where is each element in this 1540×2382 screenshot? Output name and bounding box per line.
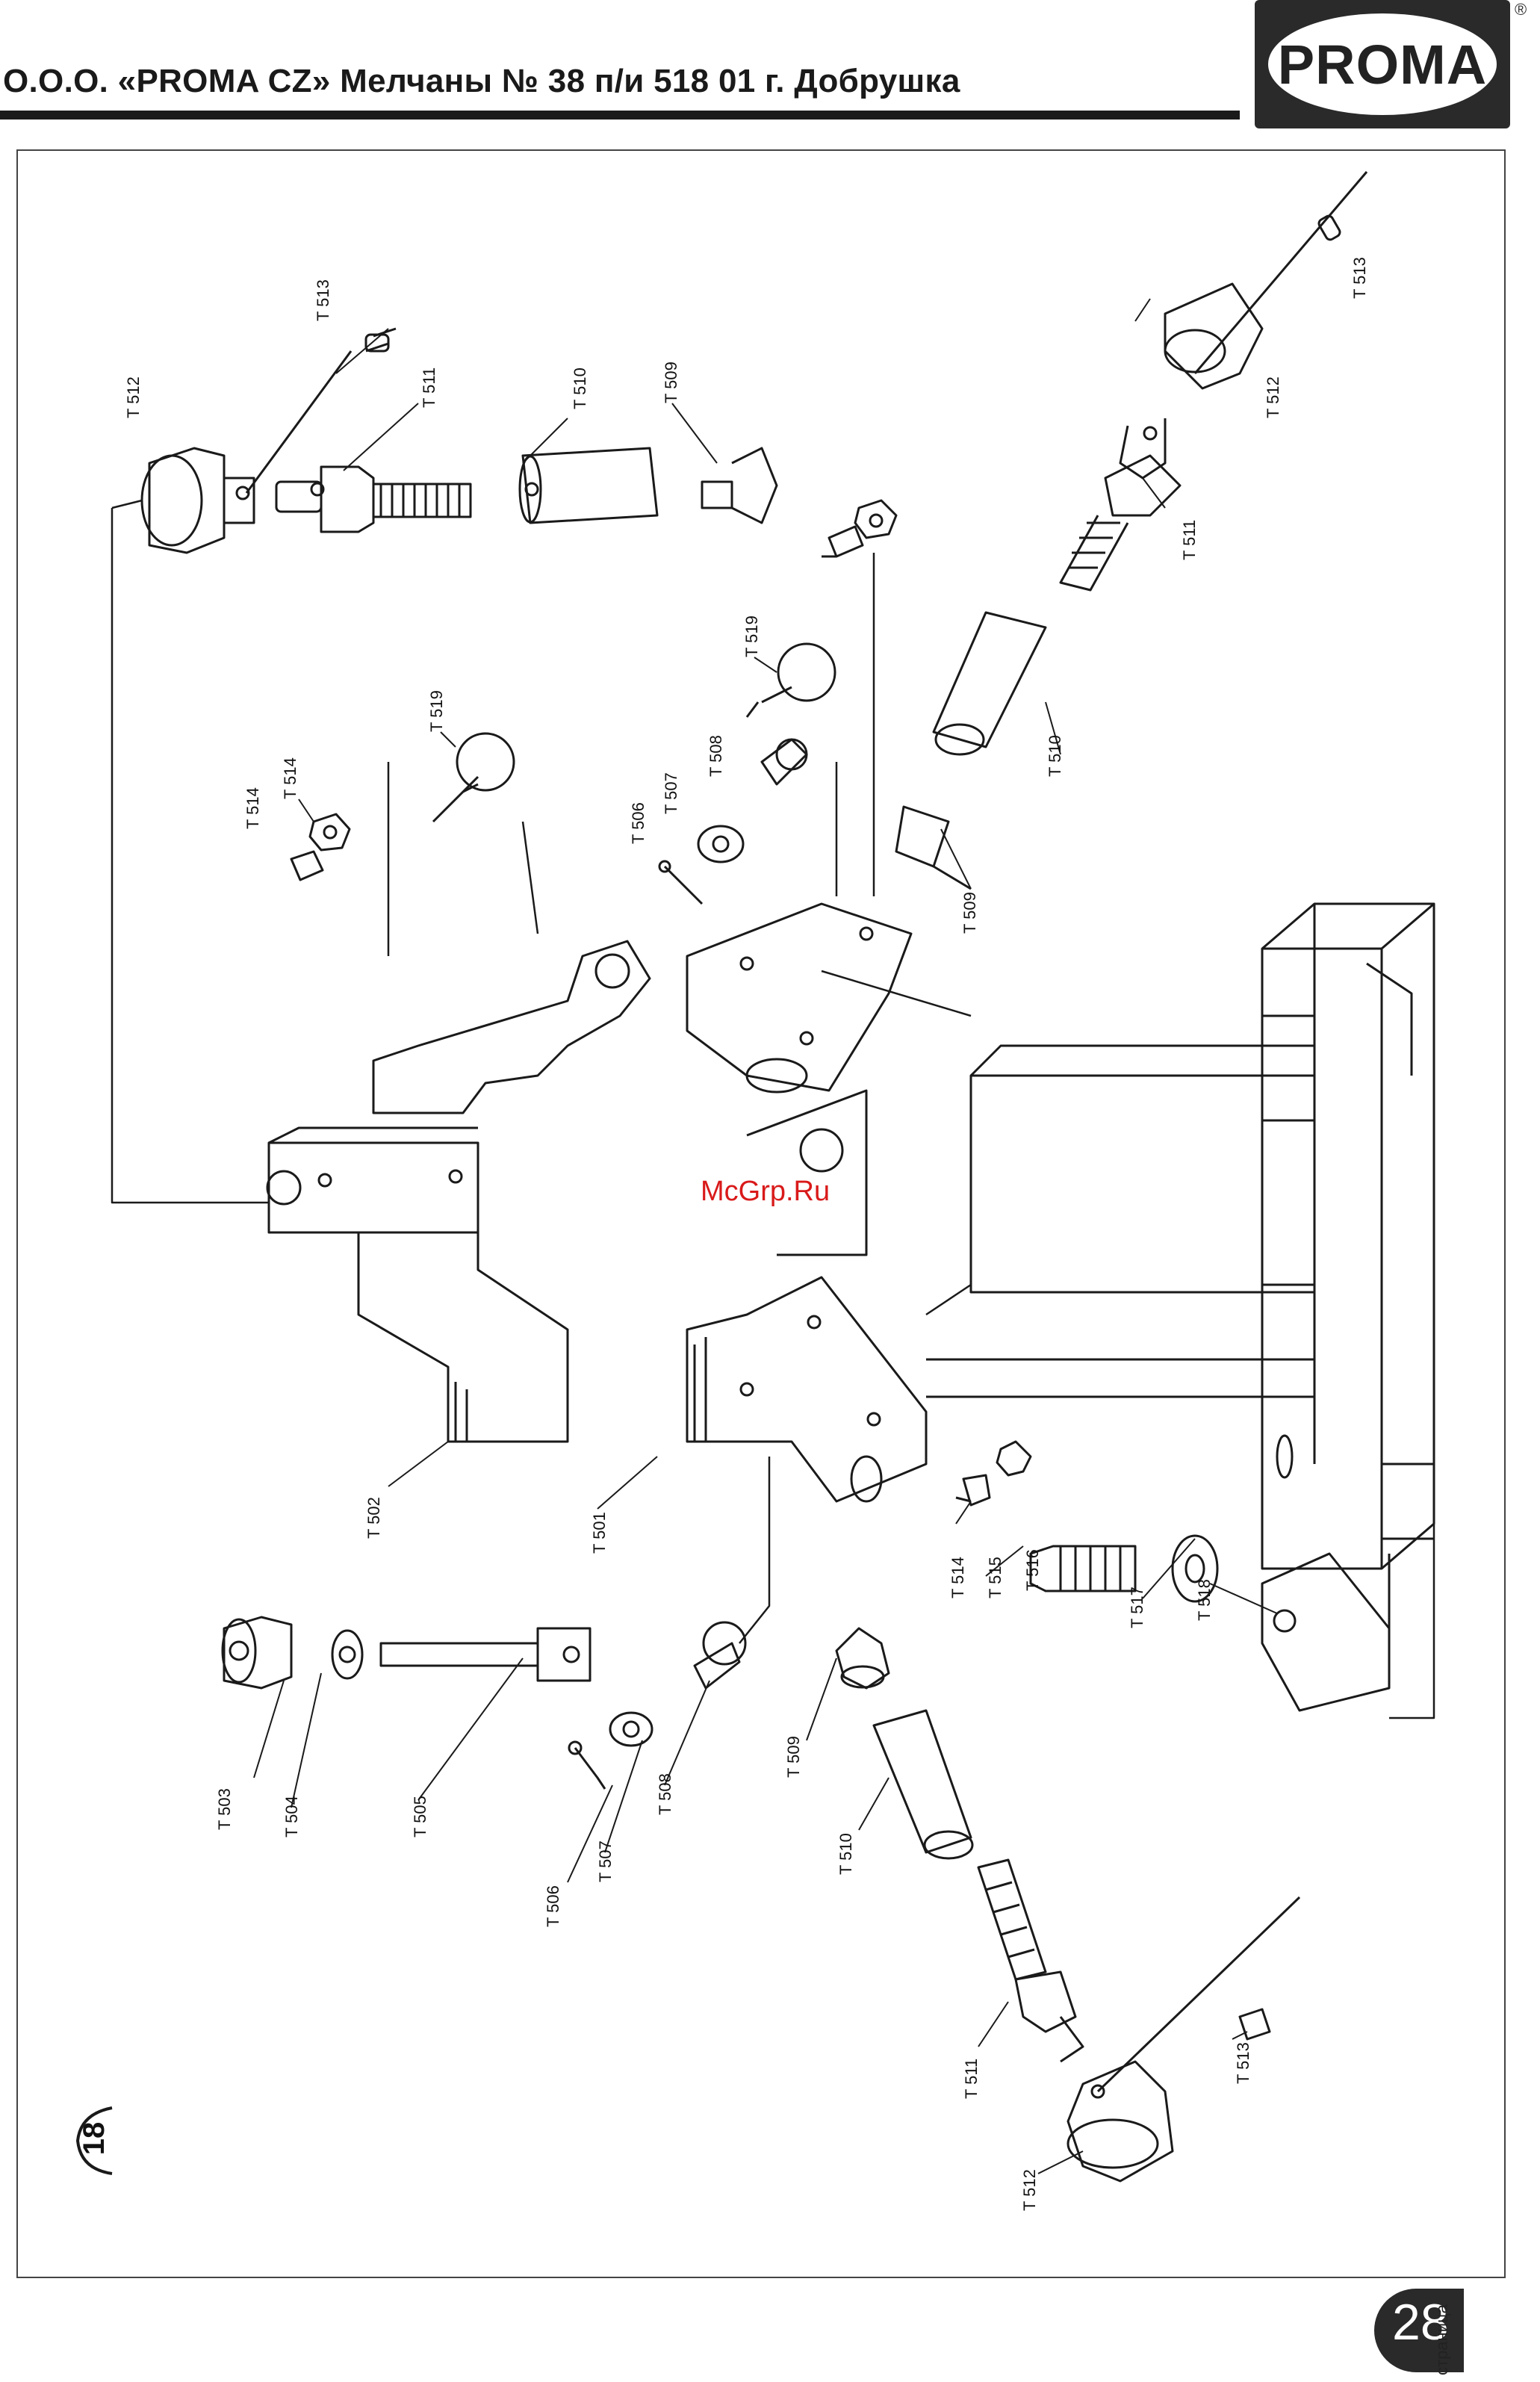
label-T511-a: T 511	[420, 367, 438, 408]
label-T516: T 516	[1023, 1549, 1042, 1591]
label-T514-a: T 514	[281, 757, 299, 799]
label-T504: T 504	[282, 1796, 301, 1837]
clamp-screw-assembly-bottom	[836, 1536, 1389, 2181]
label-T519-a: T 519	[742, 615, 761, 657]
label-T510-c: T 510	[836, 1833, 855, 1875]
label-T511-c: T 511	[962, 2059, 981, 2099]
label-T503: T 503	[215, 1788, 234, 1830]
connection-lines	[112, 500, 1434, 1718]
part-labels: T 513 T 512 T 511 T 510 T 509 T 519 T 51…	[124, 257, 1369, 2211]
label-leaders	[254, 299, 1277, 2174]
label-T510-b: T 510	[1046, 735, 1064, 777]
label-T512-c: T 512	[1020, 2169, 1039, 2211]
label-T518: T 518	[1195, 1579, 1214, 1621]
clamp-screw-assembly-top	[142, 329, 777, 553]
label-T506-b: T 506	[544, 1885, 562, 1927]
label-T514-b: T 514	[243, 787, 262, 829]
label-T510-a: T 510	[571, 367, 589, 409]
label-T512-a: T 512	[124, 376, 143, 418]
label-T514-c: T 514	[948, 1557, 967, 1598]
watermark: McGrp.Ru	[701, 1176, 830, 1208]
label-T506-a: T 506	[629, 802, 648, 844]
label-T519-b: T 519	[427, 690, 446, 732]
label-T505: T 505	[411, 1796, 429, 1837]
label-T507-a: T 507	[662, 772, 680, 814]
clamp-block-lower-T501	[687, 1277, 926, 1501]
label-T517: T 517	[1128, 1587, 1146, 1628]
label-T509-b: T 509	[960, 892, 979, 934]
label-T515: T 515	[986, 1557, 1005, 1598]
label-T507-b: T 507	[596, 1840, 615, 1882]
label-T511-b: T 511	[1180, 520, 1199, 560]
label-T509-c: T 509	[784, 1736, 803, 1778]
page-word: страница	[1432, 2293, 1452, 2375]
label-T513-a: T 513	[314, 279, 332, 321]
loose-hardware	[291, 500, 1031, 1505]
clamp-screw-assembly-right	[896, 172, 1367, 889]
label-T509-a: T 509	[662, 362, 680, 403]
label-T513-b: T 513	[1350, 257, 1369, 299]
label-T508-a: T 508	[707, 735, 725, 777]
label-T501: T 501	[590, 1512, 609, 1554]
label-T502: T 502	[364, 1497, 383, 1539]
label-T513-c: T 513	[1234, 2042, 1252, 2084]
label-T512-b: T 512	[1264, 376, 1282, 418]
bracket-arm-T502	[267, 941, 650, 1442]
label-T508-b: T 508	[656, 1773, 674, 1815]
side-tab-number: 18	[75, 2118, 113, 2159]
